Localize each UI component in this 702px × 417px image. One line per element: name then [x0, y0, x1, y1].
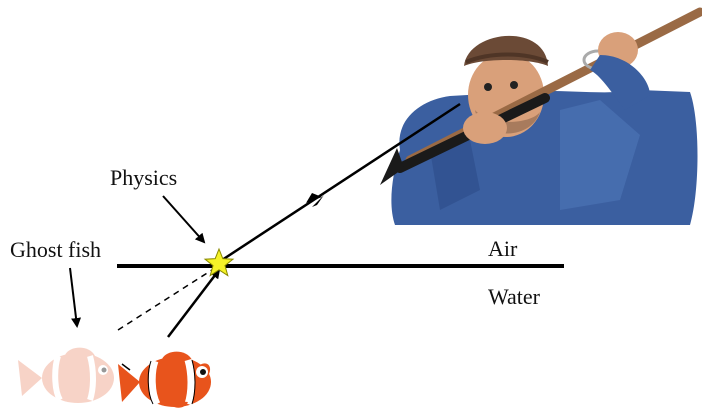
star-icon: [203, 247, 235, 277]
clownfish-icon: [118, 351, 211, 408]
apparent-ray-dashed: [117, 267, 216, 331]
ray-in-air: [218, 102, 461, 264]
ghost-fish-label: Ghost fish: [10, 237, 102, 262]
spear-fisherman-icon: [380, 7, 702, 225]
water-label: Water: [488, 284, 540, 309]
ray-direction-arrow: [312, 195, 324, 207]
ghost-fish-pointer-arrow: [69, 267, 82, 328]
ray-in-water: [167, 268, 221, 338]
air-label: Air: [488, 236, 518, 261]
physics-pointer-arrow: [162, 195, 206, 244]
ray-direction-arrow: [306, 193, 322, 203]
ghost-clownfish-icon: [18, 347, 114, 403]
physics-label: Physics: [110, 165, 178, 190]
